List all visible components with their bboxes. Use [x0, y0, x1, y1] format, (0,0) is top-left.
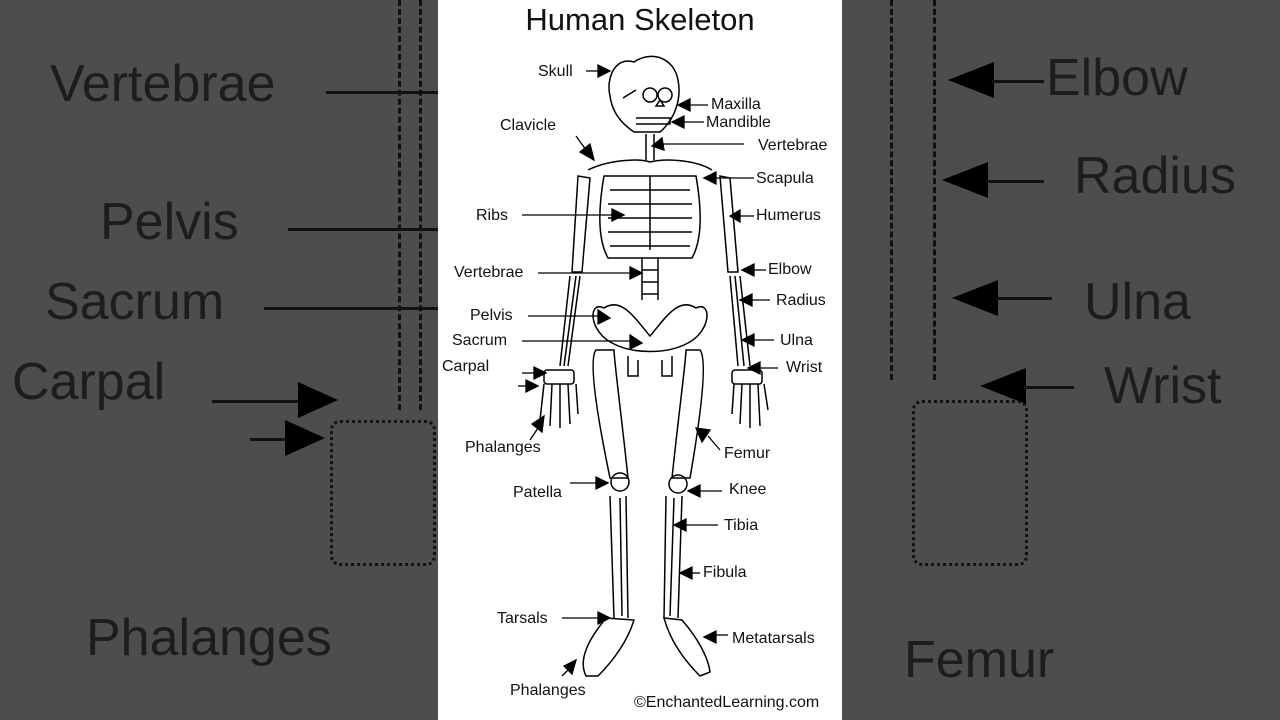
label-wrist: Wrist: [786, 359, 823, 376]
label-metatarsals: Metatarsals: [732, 630, 815, 647]
bg-label-pelvis: Pelvis: [100, 193, 239, 251]
label-clavicle: Clavicle: [500, 117, 557, 134]
bg-label-vertebrae: Vertebrae: [50, 55, 276, 113]
label-radius: Radius: [776, 292, 826, 309]
bg-label-phalanges: Phalanges: [86, 609, 332, 667]
bg-arrow-icon: [948, 62, 994, 98]
label-humerus: Humerus: [756, 207, 821, 224]
bg-hand-outline: [912, 400, 1028, 566]
pointer-lines: [518, 63, 778, 677]
bg-hand-outline: [330, 420, 436, 566]
label-patella: Patella: [513, 484, 562, 501]
label-vertebrae-back: Vertebrae: [454, 264, 524, 281]
label-carpal: Carpal: [442, 358, 490, 375]
bg-pointer-line: [250, 438, 290, 441]
label-tarsals: Tarsals: [497, 610, 548, 627]
bg-label-wrist: Wrist: [1104, 357, 1222, 415]
bg-pointer-line: [996, 297, 1052, 300]
label-vertebrae-neck: Vertebrae: [758, 137, 828, 154]
label-phalanges-hand: Phalanges: [465, 439, 541, 456]
label-maxilla: Maxilla: [711, 96, 761, 113]
label-skull: Skull: [538, 63, 573, 80]
label-pelvis: Pelvis: [470, 307, 513, 324]
copyright-credit: ©EnchantedLearning.com: [634, 694, 820, 711]
bg-pointer-line: [992, 80, 1044, 83]
label-ribs: Ribs: [476, 207, 509, 224]
background-right-panel: Elbow Radius Ulna Wrist Femur: [842, 0, 1280, 720]
label-mandible: Mandible: [706, 114, 771, 131]
bg-label-radius: Radius: [1074, 147, 1236, 205]
label-sacrum: Sacrum: [452, 332, 508, 349]
bg-pointer-line: [288, 228, 438, 231]
bg-bone-outline: [890, 0, 936, 380]
bg-arrow-icon: [942, 162, 988, 198]
skeleton-diagram-card: Human Skeleton: [438, 0, 842, 720]
label-femur: Femur: [724, 445, 771, 462]
bg-arrow-icon: [952, 280, 998, 316]
bg-pointer-line: [326, 91, 438, 94]
bg-pointer-line: [986, 180, 1044, 183]
label-ulna: Ulna: [780, 332, 813, 349]
bg-pointer-line: [264, 307, 438, 310]
skeleton-illustration: [539, 55, 769, 677]
bg-label-femur: Femur: [904, 631, 1055, 689]
bg-bone-outline: [398, 0, 422, 410]
bg-pointer-line: [1024, 386, 1074, 389]
label-knee: Knee: [729, 481, 767, 498]
bg-label-carpal: Carpal: [12, 353, 166, 411]
bg-arrow-icon: [285, 420, 325, 456]
background-left-panel: Vertebrae Pelvis Sacrum Carpal Phalanges: [0, 0, 438, 720]
bg-arrow-icon: [980, 368, 1026, 404]
label-tibia: Tibia: [724, 517, 759, 534]
bg-label-ulna: Ulna: [1084, 273, 1191, 331]
label-fibula: Fibula: [703, 564, 747, 581]
label-elbow: Elbow: [768, 261, 812, 278]
label-phalanges-foot: Phalanges: [510, 682, 586, 699]
label-scapula: Scapula: [756, 170, 814, 187]
bg-arrow-icon: [298, 382, 338, 418]
bg-label-elbow: Elbow: [1046, 49, 1188, 107]
bg-label-sacrum: Sacrum: [45, 273, 225, 331]
diagram-title: Human Skeleton: [525, 2, 755, 37]
bg-pointer-line: [212, 400, 302, 403]
